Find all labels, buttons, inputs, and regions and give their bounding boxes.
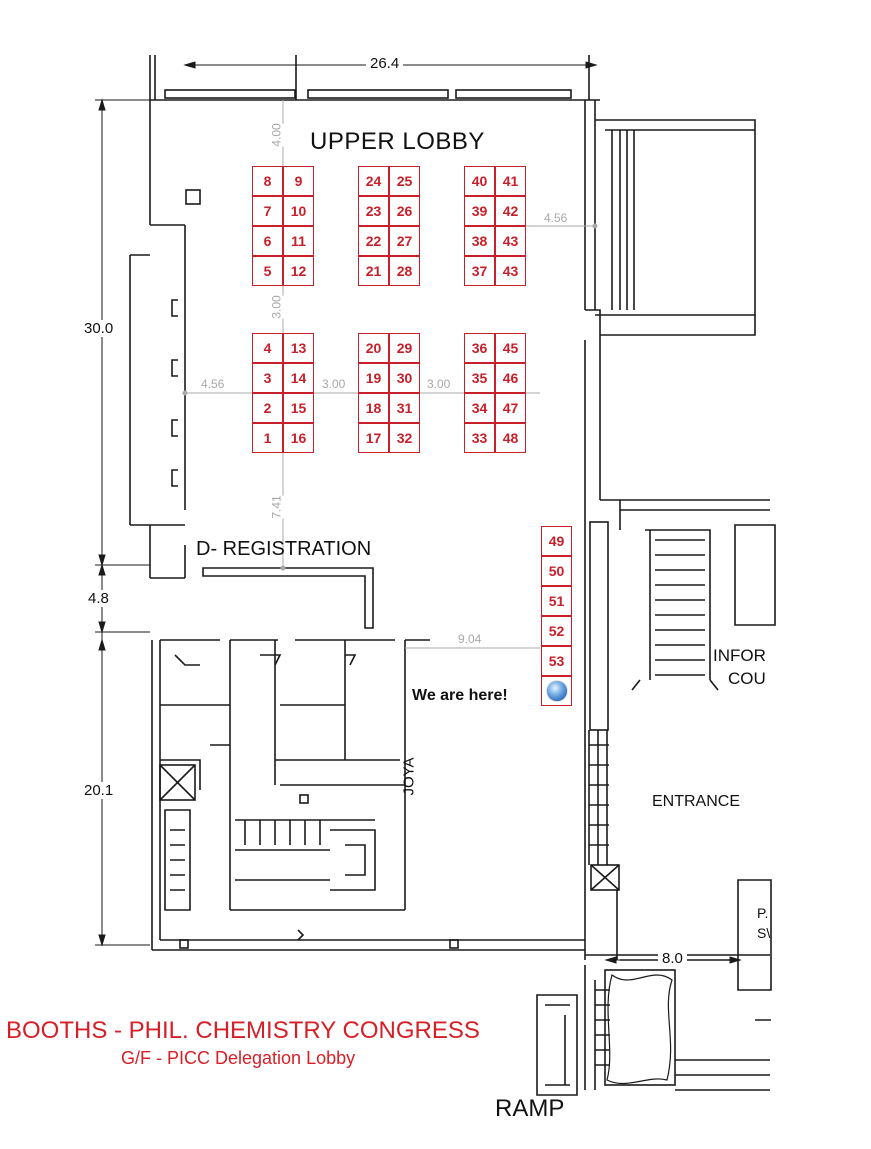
map-subtitle: G/F - PICC Delegation Lobby [121,1048,356,1068]
booth-17[interactable]: 17 [358,423,389,453]
booth-45[interactable]: 45 [495,333,526,363]
upper-lobby-label: UPPER LOBBY [310,128,485,155]
booth-43-lower[interactable]: 43 [495,256,526,286]
booth-24[interactable]: 24 [358,166,389,196]
booth-42[interactable]: 42 [495,196,526,226]
guide-dimension-mid-gap-2: 3.00 [424,377,454,391]
booth-8[interactable]: 8 [252,166,283,196]
side-room-label-line1: P. [757,905,769,921]
booth-34[interactable]: 34 [464,393,495,423]
booth-47[interactable]: 47 [495,393,526,423]
we-are-here-label: We are here! [412,687,508,704]
guide-dimension-top-vertical: 4.00 [269,123,284,147]
you-are-here-booth[interactable] [541,676,572,706]
booth-26[interactable]: 26 [389,196,420,226]
guide-dimension-upper-right: 4.56 [541,211,571,225]
booth-32[interactable]: 32 [389,423,420,453]
map-title: BOOTHS - PHIL. CHEMISTRY CONGRESS [6,1017,480,1044]
booth-48[interactable]: 48 [495,423,526,453]
booth-41[interactable]: 41 [495,166,526,196]
booth-29[interactable]: 29 [389,333,420,363]
dimension-left-mid-height: 4.8 [84,590,113,607]
booth-37[interactable]: 37 [464,256,495,286]
booth-13[interactable]: 13 [283,333,314,363]
booth-10[interactable]: 10 [283,196,314,226]
registration-label: D- REGISTRATION [196,538,372,560]
side-room-label-line2: S\ [757,925,771,941]
booth-12[interactable]: 12 [283,256,314,286]
booth-15[interactable]: 15 [283,393,314,423]
booth-19[interactable]: 19 [358,363,389,393]
guide-dimension-mid-vertical: 3.00 [269,295,284,319]
booth-53[interactable]: 53 [541,646,572,676]
dimension-left-upper-height: 30.0 [80,320,118,337]
dimension-left-lower-height: 20.1 [80,782,118,799]
booth-1[interactable]: 1 [252,423,283,453]
booth-16[interactable]: 16 [283,423,314,453]
booth-52[interactable]: 52 [541,616,572,646]
booth-20[interactable]: 20 [358,333,389,363]
booth-3[interactable]: 3 [252,363,283,393]
booth-7[interactable]: 7 [252,196,283,226]
booth-22[interactable]: 22 [358,226,389,256]
location-marker-icon [546,681,567,701]
guide-dimension-lower-vertical: 7.41 [269,495,284,519]
guide-dimension-mid-left: 4.56 [198,377,228,391]
booth-23[interactable]: 23 [358,196,389,226]
guide-dimension-mid-gap-1: 3.00 [319,377,349,391]
booth-40[interactable]: 40 [464,166,495,196]
booth-50[interactable]: 50 [541,556,572,586]
booth-27[interactable]: 27 [389,226,420,256]
booth-39[interactable]: 39 [464,196,495,226]
joya-label: JOYA [400,757,418,796]
booth-51[interactable]: 51 [541,586,572,616]
info-counter-label-line1: INFOR [713,646,766,665]
booth-35[interactable]: 35 [464,363,495,393]
booth-38[interactable]: 38 [464,226,495,256]
booth-43[interactable]: 43 [495,226,526,256]
ramp-label: RAMP [495,1095,565,1122]
booth-46[interactable]: 46 [495,363,526,393]
booth-30[interactable]: 30 [389,363,420,393]
booth-6[interactable]: 6 [252,226,283,256]
booth-5[interactable]: 5 [252,256,283,286]
booth-11[interactable]: 11 [283,226,314,256]
booth-25[interactable]: 25 [389,166,420,196]
booth-33[interactable]: 33 [464,423,495,453]
guide-dimension-to-booth-53: 9.04 [455,632,485,646]
booth-21[interactable]: 21 [358,256,389,286]
dimension-top-width: 26.4 [366,55,404,72]
dimension-ramp-width: 8.0 [658,950,687,967]
booth-14[interactable]: 14 [283,363,314,393]
booth-28[interactable]: 28 [389,256,420,286]
booth-9[interactable]: 9 [283,166,314,196]
info-counter-label-line2: COU [728,669,766,688]
entrance-label: ENTRANCE [652,793,741,810]
booth-2[interactable]: 2 [252,393,283,423]
booth-18[interactable]: 18 [358,393,389,423]
booth-49[interactable]: 49 [541,526,572,556]
booth-36[interactable]: 36 [464,333,495,363]
booth-31[interactable]: 31 [389,393,420,423]
booth-4[interactable]: 4 [252,333,283,363]
